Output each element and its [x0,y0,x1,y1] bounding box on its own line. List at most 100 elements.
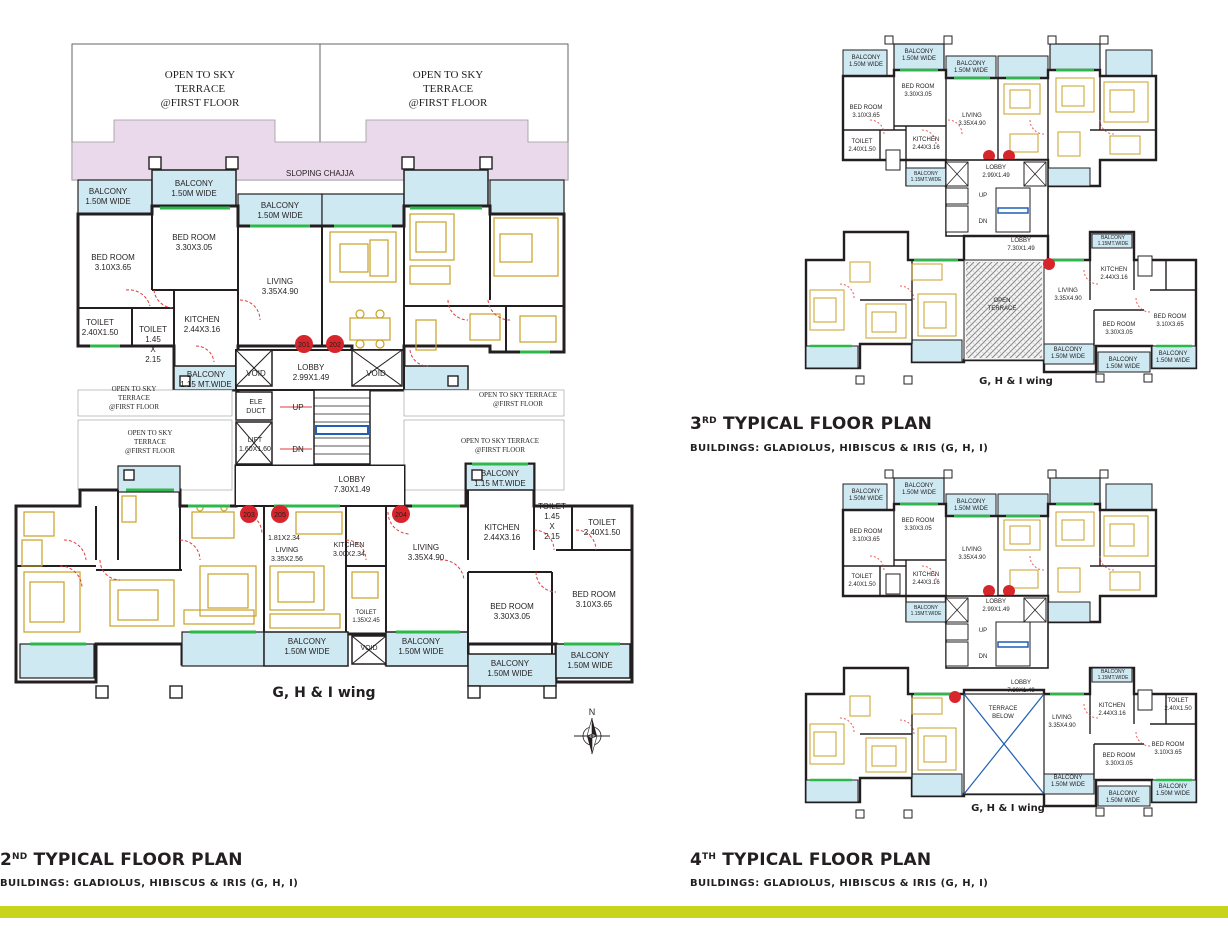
flat-badges-second [240,335,410,523]
second-label-ots-mid-right: OPEN TO SKY TERRACE@FIRST FLOOR [479,391,557,408]
fourth-label-up: UP [979,628,987,634]
second-label-up: UP [292,403,303,412]
flat-205-badge [271,505,289,523]
third-floor-title-number: 3 [690,414,703,434]
second-label-flat202: 202 [329,342,341,349]
second-label-flat204: 204 [395,512,407,519]
third-label-dn: DN [979,219,988,225]
fourth-wing-caption: G, H & I wing [971,803,1045,814]
second-label-flat203: 203 [243,512,255,519]
second-label-flat201: 201 [298,342,310,349]
second-label-dn: DN [292,445,304,454]
second-label-ots-low-right: OPEN TO SKY TERRACE@FIRST FLOOR [461,437,539,454]
sloping-chajja-area [71,119,569,181]
second-wing-caption: G, H & I wing [272,685,375,701]
footer-accent-band [0,906,1228,918]
fourth-floor-title-number: 4 [690,850,703,870]
flat-204-badge [392,505,410,523]
fourth-floor-title: 4TH TYPICAL FLOOR PLAN [690,850,931,870]
fourth-floor-title-text: TYPICAL FLOOR PLAN [716,850,932,870]
third-floor-plan [804,35,1198,385]
fourth-floor-plan [804,469,1198,819]
third-floor-title-text: TYPICAL FLOOR PLAN [716,414,933,434]
second-label-small-dim: 1.81X2.34 [268,535,300,542]
second-label-flat205: 205 [274,512,286,519]
second-floor-title-suffix: ND [12,852,28,862]
third-floor-subtitle: BUILDINGS: GLADIOLUS, HIBISCUS & IRIS (G… [690,443,989,454]
fourth-floor-title-suffix: TH [702,852,717,862]
fourth-floor-subtitle: BUILDINGS: GLADIOLUS, HIBISCUS & IRIS (G… [690,878,989,889]
second-floor-title-text: TYPICAL FLOOR PLAN [27,850,243,870]
third-floor-title: 3RD TYPICAL FLOOR PLAN [690,414,932,434]
second-floor-title: 2ND TYPICAL FLOOR PLAN [0,850,243,870]
flat-203-badge [240,505,258,523]
second-label-void2: VOID [366,369,386,378]
fourth-label-dn: DN [979,654,988,660]
second-label-void1: VOID [246,369,266,378]
second-label-sloping-chajja: SLOPING CHAJJA [286,169,355,178]
flat-202-badge [326,335,344,353]
